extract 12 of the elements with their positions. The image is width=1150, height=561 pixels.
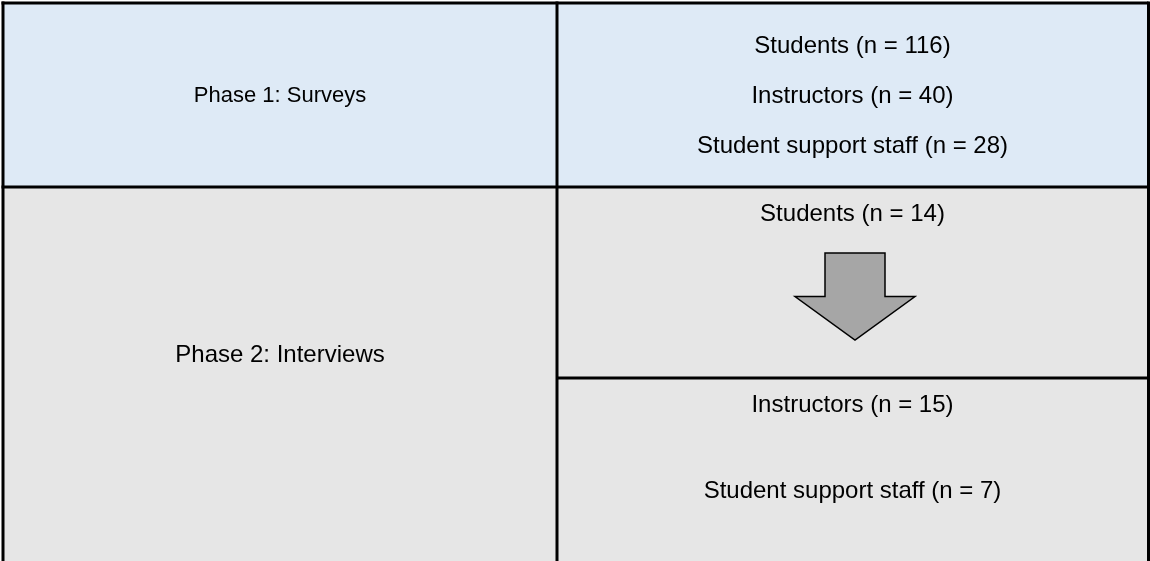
cell-text: Phase 1: Surveys xyxy=(193,82,367,108)
phase-cell xyxy=(3,187,557,561)
cell-text: Students (n = 116) xyxy=(754,31,951,59)
block-arrow xyxy=(792,252,918,341)
cell-text: Phase 2: Interviews xyxy=(175,340,385,368)
cell-text: Student support staff (n = 28) xyxy=(696,131,1009,159)
group-cell xyxy=(557,3,1148,187)
cell-text: Instructors (n = 15) xyxy=(751,390,954,418)
cell-text: Instructors (n = 40) xyxy=(751,81,954,109)
cell-text: Student support staff (n = 7) xyxy=(703,476,1002,504)
cell-text: Students (n = 14) xyxy=(760,199,945,227)
phase-cell xyxy=(3,3,557,187)
